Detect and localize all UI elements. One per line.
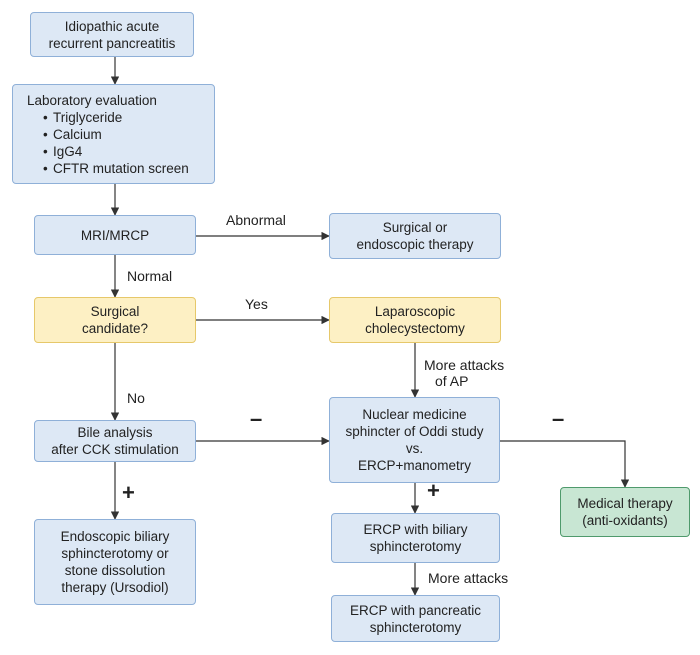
endoscopic-line-3: stone dissolution — [64, 563, 166, 578]
ercp-pancreatic-line-1: ERCP with pancreatic — [349, 602, 482, 618]
mri-box: MRI/MRCP — [34, 215, 196, 255]
endoscopic-line-2: sphincterotomy or — [61, 546, 169, 561]
ercp-biliary-line-2: sphincterotomy — [369, 539, 462, 554]
endoscopic-line-1: Endoscopic biliary — [60, 529, 170, 544]
bile-analysis-line-2: after CCK stimulation — [51, 442, 179, 457]
bile-analysis-box: Bile analysis after CCK stimulation — [34, 420, 196, 462]
surgical-candidate-box: Surgical candidate? — [34, 297, 196, 343]
surgical-endoscopic-line-1: Surgical or — [382, 220, 448, 235]
yes-label: Yes — [245, 296, 268, 312]
start-box: Idiopathic acute recurrent pancreatitis — [30, 12, 194, 57]
endoscopic-line-4: therapy (Ursodiol) — [61, 580, 169, 595]
start-line-2: recurrent pancreatitis — [48, 35, 176, 51]
surgical-endoscopic-line-2: endoscopic therapy — [356, 237, 474, 252]
lab-item: CFTR mutation screen — [43, 160, 189, 177]
nuclear-line-1: Nuclear medicine — [362, 407, 467, 422]
minus-bile-sign: – — [250, 406, 263, 431]
ercp-biliary-box: ERCP with biliary sphincterotomy — [331, 513, 500, 563]
lab-item: Calcium — [43, 126, 189, 143]
lap-chole-box: Laparoscopic cholecystectomy — [329, 297, 501, 343]
surgical-candidate-line-2: candidate? — [81, 321, 149, 336]
medical-therapy-line-1: Medical therapy — [577, 496, 673, 511]
nuclear-medicine-box: Nuclear medicine sphincter of Oddi study… — [329, 397, 500, 483]
lab-test-list: Triglyceride Calcium IgG4 CFTR mutation … — [27, 109, 189, 177]
abnormal-label: Abnormal — [226, 212, 286, 228]
arrow-nuclear-to-medical — [500, 440, 630, 488]
ercp-biliary-line-1: ERCP with biliary — [363, 522, 468, 537]
medical-therapy-line-2: (anti-oxidants) — [582, 513, 668, 528]
no-label: No — [127, 390, 145, 406]
nuclear-line-3: vs. — [405, 441, 424, 456]
lab-item: Triglyceride — [43, 109, 189, 126]
more-attacks-ap-label-2: of AP — [435, 373, 469, 389]
lab-item: IgG4 — [43, 143, 189, 160]
medical-therapy-box: Medical therapy (anti-oxidants) — [560, 487, 690, 537]
plus-nuclear-sign: + — [427, 478, 440, 503]
lab-evaluation-title: Laboratory evaluation — [27, 92, 157, 108]
ercp-pancreatic-line-2: sphincterotomy — [369, 619, 462, 635]
endoscopic-biliary-box: Endoscopic biliary sphincterotomy or sto… — [34, 519, 196, 605]
mri-label: MRI/MRCP — [80, 227, 150, 243]
nuclear-line-2: sphincter of Oddi study — [345, 424, 484, 439]
lap-chole-line-1: Laparoscopic — [374, 304, 456, 319]
lab-evaluation-box: Laboratory evaluation Triglyceride Calci… — [12, 84, 215, 184]
surgical-candidate-line-1: Surgical — [90, 304, 140, 319]
more-attacks-label: More attacks — [428, 570, 509, 586]
ercp-pancreatic-box: ERCP with pancreatic sphincterotomy — [331, 595, 500, 642]
more-attacks-ap-label-1: More attacks — [424, 357, 505, 373]
minus-nuclear-sign: – — [552, 406, 565, 431]
start-line-1: Idiopathic acute — [64, 18, 160, 34]
normal-label: Normal — [127, 268, 173, 284]
bile-analysis-line-1: Bile analysis — [77, 425, 153, 440]
plus-bile-sign: + — [122, 480, 135, 505]
nuclear-line-4: ERCP+manometry — [358, 458, 471, 473]
surgical-endoscopic-box: Surgical or endoscopic therapy — [329, 213, 501, 259]
lap-chole-line-2: cholecystectomy — [365, 321, 465, 336]
